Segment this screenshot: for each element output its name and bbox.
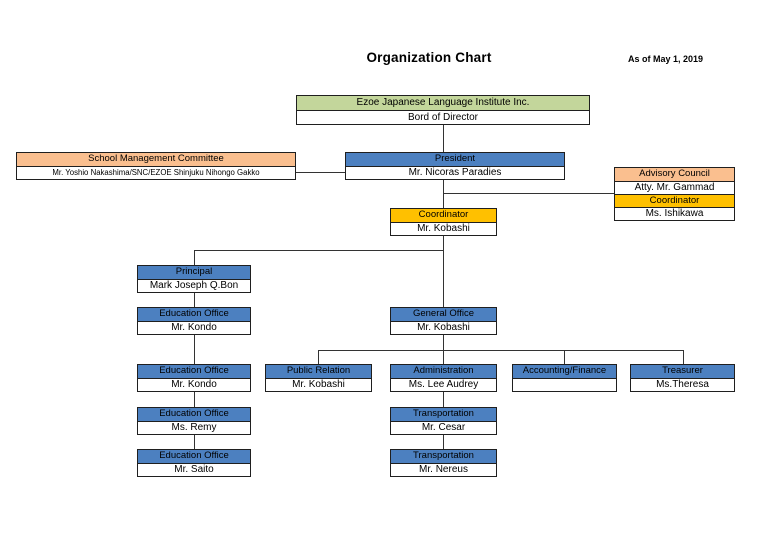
node-school-management-committee: School Management Committee Mr. Yoshio N… xyxy=(16,152,296,180)
node-education4-name: Mr. Saito xyxy=(138,463,250,476)
node-education-office-1: Education Office Mr. Kondo xyxy=(137,307,251,335)
node-education1-title: Education Office xyxy=(138,308,250,321)
node-principal-title: Principal xyxy=(138,266,250,279)
node-public-relation-name: Mr. Kobashi xyxy=(266,378,371,391)
node-principal-name: Mark Joseph Q.Bon xyxy=(138,279,250,292)
page-title: Organization Chart xyxy=(366,50,492,65)
node-president: President Mr. Nicoras Paradies xyxy=(345,152,565,180)
connector-line xyxy=(443,236,444,307)
node-president-name: Mr. Nicoras Paradies xyxy=(346,166,564,179)
node-treasurer: Treasurer Ms.Theresa xyxy=(630,364,735,392)
node-institute-title: Ezoe Japanese Language Institute Inc. xyxy=(297,96,589,110)
connector-line xyxy=(443,392,444,407)
node-administration-title: Administration xyxy=(391,365,496,378)
node-committee-name: Mr. Yoshio Nakashima/SNC/EZOE Shinjuku N… xyxy=(17,166,295,179)
node-transportation-2: Transportation Mr. Nereus xyxy=(390,449,497,477)
connector-line xyxy=(194,250,443,251)
node-education-office-3: Education Office Ms. Remy xyxy=(137,407,251,435)
node-transportation2-title: Transportation xyxy=(391,450,496,463)
node-advisory-coordinator-title: Coordinator xyxy=(615,194,734,207)
connector-line xyxy=(443,335,444,364)
node-general-office: General Office Mr. Kobashi xyxy=(390,307,497,335)
connector-line xyxy=(443,193,614,194)
node-administration-name: Ms. Lee Audrey xyxy=(391,378,496,391)
node-administration: Administration Ms. Lee Audrey xyxy=(390,364,497,392)
connector-line xyxy=(318,350,683,351)
connector-line xyxy=(564,350,565,364)
node-principal: Principal Mark Joseph Q.Bon xyxy=(137,265,251,293)
node-institute-name: Bord of Director xyxy=(297,110,589,124)
connector-line xyxy=(443,180,444,208)
connector-line xyxy=(318,350,319,364)
connector-line xyxy=(194,335,195,364)
node-president-title: President xyxy=(346,153,564,166)
node-advisory-council: Advisory Council Atty. Mr. Gammad Coordi… xyxy=(614,167,735,221)
node-public-relation: Public Relation Mr. Kobashi xyxy=(265,364,372,392)
node-advisory-name: Atty. Mr. Gammad xyxy=(615,181,734,194)
node-accounting-title: Accounting/Finance xyxy=(513,365,616,378)
node-public-relation-title: Public Relation xyxy=(266,365,371,378)
connector-line xyxy=(683,350,684,364)
node-advisory-title: Advisory Council xyxy=(615,168,734,181)
node-education1-name: Mr. Kondo xyxy=(138,321,250,334)
node-general-title: General Office xyxy=(391,308,496,321)
node-transportation2-name: Mr. Nereus xyxy=(391,463,496,476)
connector-line xyxy=(194,392,195,407)
node-education-office-2: Education Office Mr. Kondo xyxy=(137,364,251,392)
date-note: As of May 1, 2019 xyxy=(628,54,704,64)
node-education3-name: Ms. Remy xyxy=(138,421,250,434)
connector-line xyxy=(194,293,195,307)
node-accounting-name xyxy=(513,378,616,391)
node-treasurer-title: Treasurer xyxy=(631,365,734,378)
node-transportation1-title: Transportation xyxy=(391,408,496,421)
connector-line xyxy=(443,123,444,152)
node-education4-title: Education Office xyxy=(138,450,250,463)
connector-line xyxy=(443,435,444,449)
node-education2-name: Mr. Kondo xyxy=(138,378,250,391)
node-education2-title: Education Office xyxy=(138,365,250,378)
node-treasurer-name: Ms.Theresa xyxy=(631,378,734,391)
node-education3-title: Education Office xyxy=(138,408,250,421)
connector-line xyxy=(194,250,195,265)
node-coordinator-title: Coordinator xyxy=(391,209,496,222)
node-education-office-4: Education Office Mr. Saito xyxy=(137,449,251,477)
connector-line xyxy=(296,172,345,173)
node-transportation-1: Transportation Mr. Cesar xyxy=(390,407,497,435)
node-transportation1-name: Mr. Cesar xyxy=(391,421,496,434)
node-accounting-finance: Accounting/Finance xyxy=(512,364,617,392)
node-coordinator: Coordinator Mr. Kobashi xyxy=(390,208,497,236)
node-coordinator-name: Mr. Kobashi xyxy=(391,222,496,235)
node-institute: Ezoe Japanese Language Institute Inc. Bo… xyxy=(296,95,590,125)
node-committee-title: School Management Committee xyxy=(17,153,295,166)
node-advisory-coordinator-name: Ms. Ishikawa xyxy=(615,207,734,220)
connector-line xyxy=(194,435,195,449)
node-general-name: Mr. Kobashi xyxy=(391,321,496,334)
